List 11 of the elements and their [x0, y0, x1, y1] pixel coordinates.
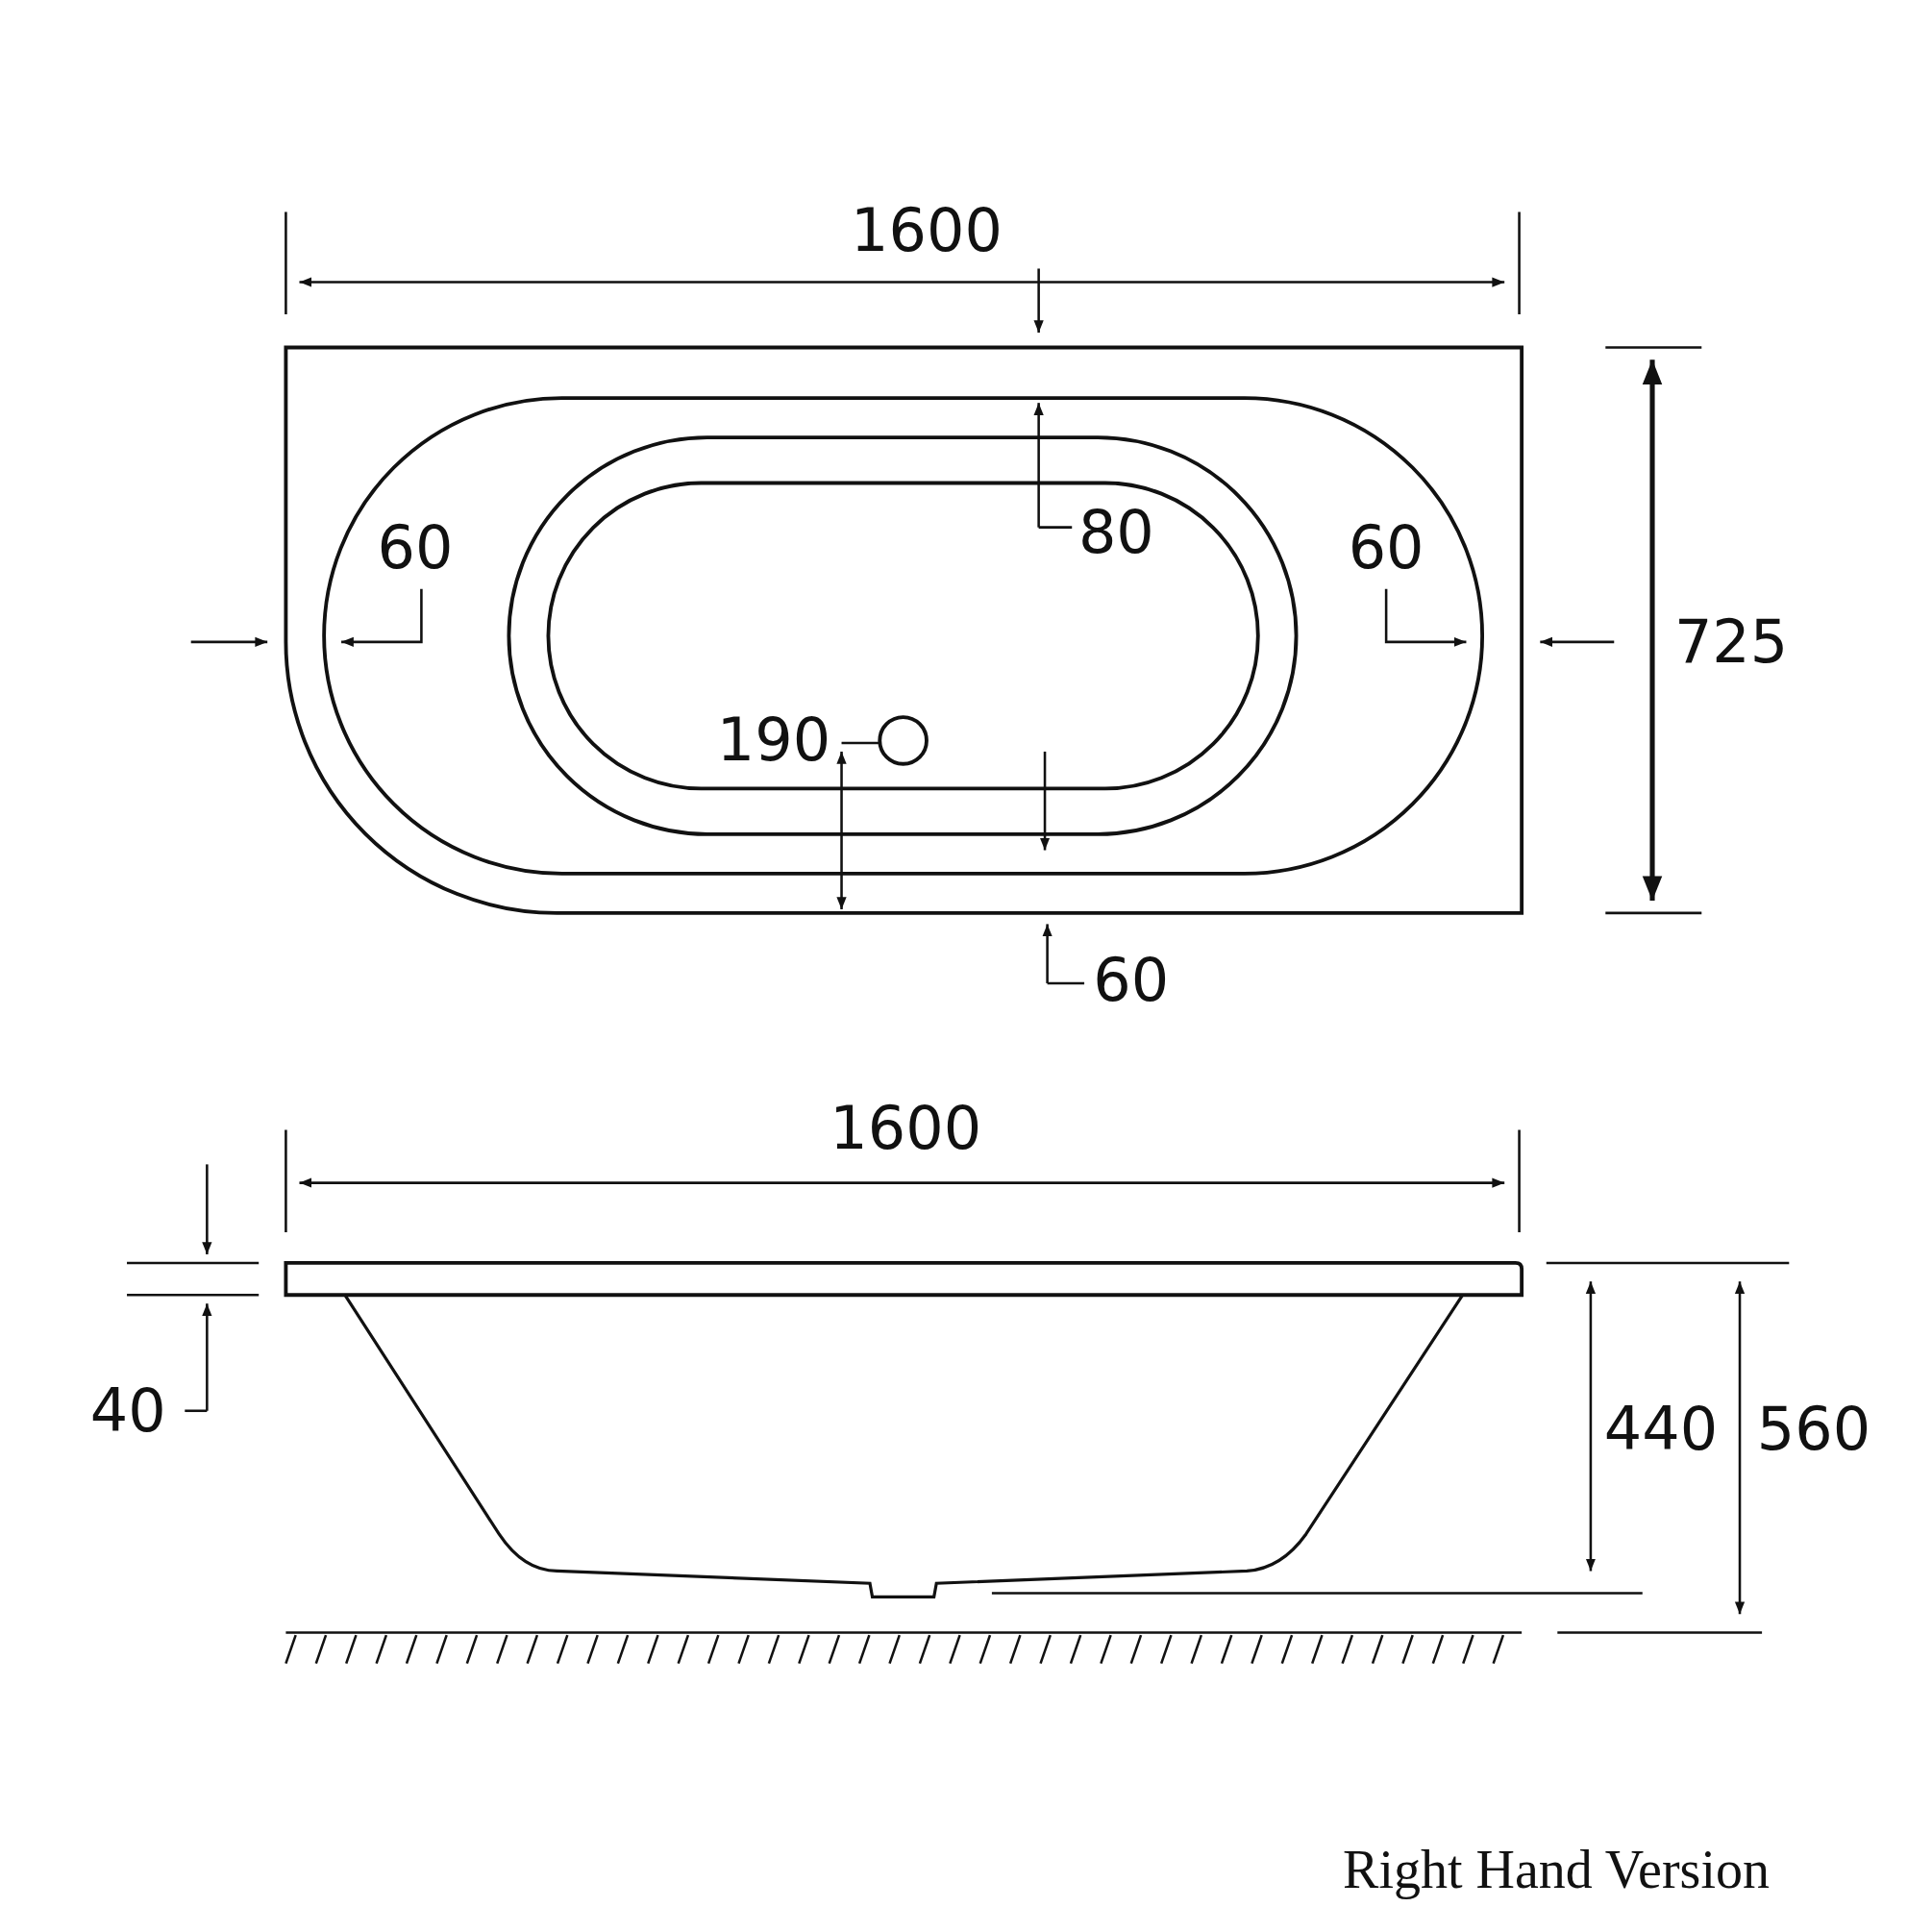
dimension-label: 60: [1093, 951, 1170, 1011]
dimension-label: 440: [1603, 1399, 1719, 1459]
dimension-label: 40: [89, 1380, 166, 1441]
dimension-label: 1600: [830, 1099, 982, 1159]
dimension-label: 60: [1348, 518, 1424, 579]
dimension-label: 725: [1673, 611, 1789, 672]
dimension-label: 1600: [851, 200, 1003, 260]
dimension-label: 560: [1756, 1399, 1871, 1459]
dimension-label: 60: [377, 518, 454, 579]
dimension-label: 80: [1077, 502, 1154, 562]
dimension-label: 190: [716, 710, 831, 771]
